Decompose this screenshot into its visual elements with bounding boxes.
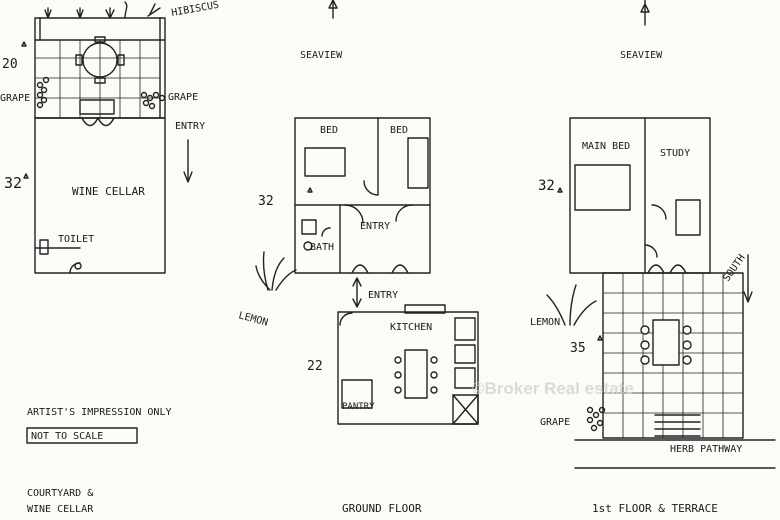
round-table xyxy=(82,42,118,78)
caption-first-floor: 1st FLOOR & TERRACE xyxy=(592,502,718,515)
label-lemon-right: LEMON xyxy=(530,317,560,328)
label-area-22: 22 xyxy=(307,359,323,374)
ground-floor-plan xyxy=(255,0,479,425)
label-not-to-scale: NOT TO SCALE xyxy=(31,431,103,442)
study-desk xyxy=(675,199,701,236)
ground-floor-outline xyxy=(294,117,431,274)
caption-courtyard-line1: COURTYARD & xyxy=(27,488,93,499)
label-grape-terrace: GRAPE xyxy=(540,417,570,428)
label-entry-courtyard: ENTRY xyxy=(175,121,205,132)
grape-vine-left xyxy=(36,76,50,109)
label-entry-kitchen: ENTRY xyxy=(368,290,398,301)
label-bed-1: BED xyxy=(320,125,338,136)
caption-ground-floor: GROUND FLOOR xyxy=(342,502,422,515)
label-area-32-right: 32 xyxy=(538,178,555,194)
watermark: ©Broker Real estate xyxy=(472,379,634,398)
label-lemon-mid: LEMON xyxy=(237,310,269,328)
label-study: STUDY xyxy=(660,148,690,159)
label-seaview-mid: SEAVIEW xyxy=(300,50,343,61)
bed-right xyxy=(407,137,429,189)
label-pantry: PANTRY xyxy=(342,402,375,412)
label-bed-2: BED xyxy=(390,125,408,136)
courtyard-plan xyxy=(21,1,193,274)
toilet-fixture xyxy=(39,239,49,255)
grape-vine-right xyxy=(140,91,166,110)
first-floor-plan xyxy=(546,0,776,469)
label-south: SOUTH xyxy=(721,253,747,284)
courtyard-paving xyxy=(34,39,161,119)
label-kitchen: KITCHEN xyxy=(390,322,432,333)
grape-vine-terrace xyxy=(586,406,606,432)
lemon-tree-mid xyxy=(255,251,297,291)
caption-courtyard-line2: WINE CELLAR xyxy=(27,504,94,515)
label-area-20: 20 xyxy=(2,57,18,72)
label-area-32-mid: 32 xyxy=(258,194,274,209)
label-area-35: 35 xyxy=(570,341,586,356)
kitchen-outline xyxy=(337,311,479,425)
label-hibiscus: HIBISCUS xyxy=(171,0,220,19)
terrace-stairs xyxy=(654,414,701,437)
terrace-outline xyxy=(602,272,744,439)
bed-left xyxy=(304,147,346,177)
terrace-table xyxy=(652,319,680,366)
label-bath: BATH xyxy=(310,242,334,253)
label-grape-right: GRAPE xyxy=(168,92,198,103)
kitchen-table xyxy=(404,349,428,399)
label-main-bed: MAIN BED xyxy=(582,141,630,152)
main-bed xyxy=(574,164,631,211)
label-herb-pathway: HERB PATHWAY xyxy=(670,444,742,455)
label-grape-left: GRAPE xyxy=(0,93,30,104)
label-area-32-left: 32 xyxy=(4,174,22,192)
not-to-scale-box xyxy=(26,427,138,444)
label-artists-impression: ARTIST'S IMPRESSION ONLY xyxy=(27,407,172,418)
bench xyxy=(79,99,115,115)
lemon-tree-right xyxy=(546,284,597,326)
label-toilet: TOILET xyxy=(58,234,94,245)
label-wine-cellar: WINE CELLAR xyxy=(72,185,145,198)
wine-cellar-outline xyxy=(34,117,166,274)
label-seaview-right: SEAVIEW xyxy=(620,50,663,61)
pantry xyxy=(341,379,373,409)
label-entry-ground: ENTRY xyxy=(360,221,390,232)
cellar-door xyxy=(81,117,115,127)
